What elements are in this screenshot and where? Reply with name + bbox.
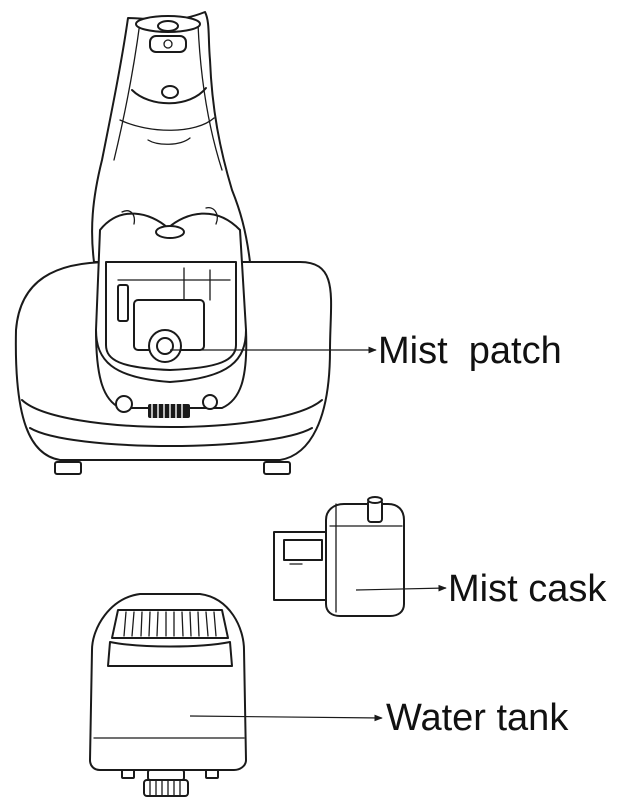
mist-cask-label: Mist cask — [448, 568, 607, 610]
mist-cask-part — [273, 496, 405, 617]
water-tank-part — [89, 593, 247, 797]
mist-patch-label: Mist patch — [378, 330, 562, 372]
tank-grille — [123, 611, 217, 637]
mist-cask-leader — [355, 584, 447, 592]
steamer-head — [91, 11, 251, 263]
control-knobs — [115, 394, 218, 418]
front-opening — [95, 207, 248, 409]
steamer-unit — [14, 11, 333, 475]
water-tank-leader — [189, 714, 383, 722]
water-tank-label: Water tank — [386, 697, 569, 739]
